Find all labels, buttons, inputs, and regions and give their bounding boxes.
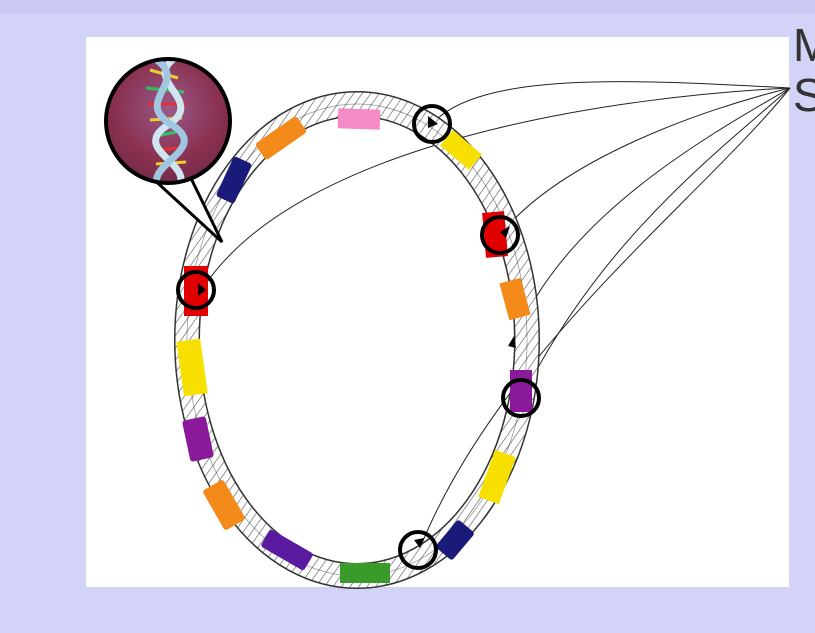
gene-green bbox=[340, 563, 390, 583]
dna-helix-icon bbox=[106, 56, 230, 190]
gene-pink bbox=[338, 108, 381, 129]
gene-purple-right bbox=[510, 370, 532, 412]
